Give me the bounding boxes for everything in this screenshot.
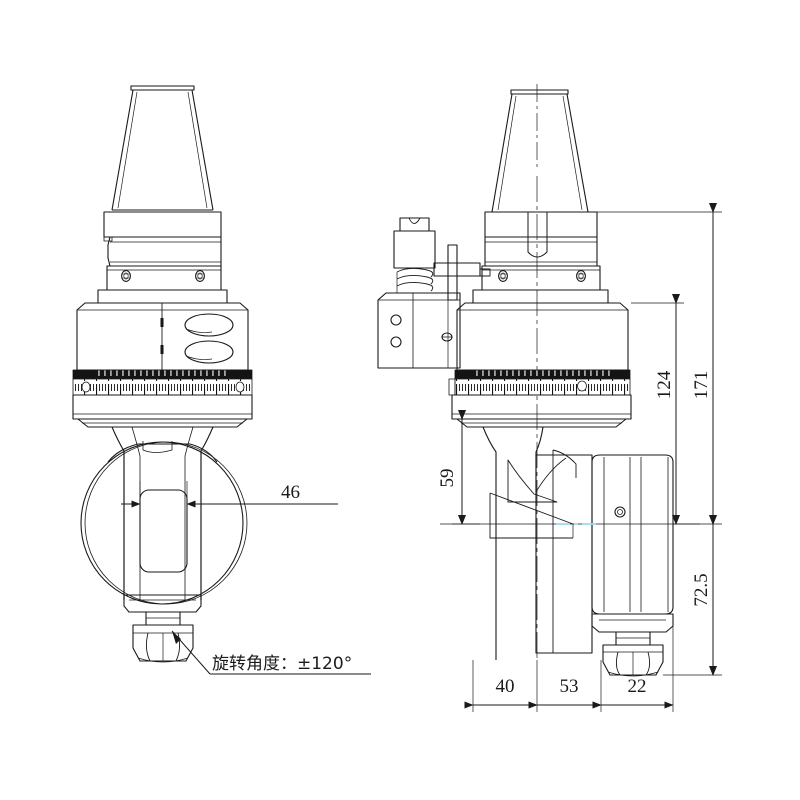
side-clamp-screw-left — [498, 270, 508, 282]
dimension-46: 46 — [121, 481, 338, 508]
dimension-46-value: 46 — [281, 482, 300, 503]
front-graduation-scale — [72, 369, 253, 396]
front-spindle-housing — [80, 426, 248, 613]
dimension-22-value: 22 — [628, 676, 647, 697]
front-view — [72, 85, 253, 663]
front-collet-nut — [132, 611, 194, 663]
dimension-124: 124 — [654, 294, 680, 525]
dimension-171-value: 171 — [691, 371, 712, 400]
dimension-124-value: 124 — [654, 370, 675, 399]
front-center-window — [139, 489, 188, 573]
side-clamp-screw-right — [576, 270, 586, 282]
stop-block-spring — [396, 267, 434, 293]
side-taper-shank — [491, 89, 589, 213]
rotation-angle-text: 旋转角度：±120° — [212, 654, 352, 674]
side-graduation-scale — [448, 369, 631, 396]
dimension-53-value: 53 — [560, 676, 579, 697]
dimension-72-5: 72.5 — [691, 573, 712, 606]
front-flange-body — [97, 211, 228, 304]
bracket-set-screw — [441, 332, 453, 342]
side-stop-block-assembly — [377, 217, 491, 369]
front-clamp-screw-left — [121, 270, 131, 282]
side-angle-head-housing — [482, 426, 674, 660]
front-window-lower — [184, 340, 234, 364]
dimension-72-5-value: 72.5 — [691, 573, 712, 606]
side-collet-nut — [602, 631, 664, 677]
dimension-59: 59 — [437, 410, 466, 525]
side-bracket — [377, 292, 461, 369]
rotation-angle-note: 旋转角度：±120° — [171, 630, 371, 675]
output-housing-screw — [614, 506, 626, 518]
dimension-baseline-row: 40 53 22 — [464, 676, 674, 709]
dimension-40-value: 40 — [496, 676, 515, 697]
side-output-housing — [591, 454, 674, 615]
front-clamp-screw-right — [195, 270, 205, 282]
stop-arm — [433, 262, 481, 277]
bracket-hole-upper — [390, 314, 402, 326]
front-window-upper — [184, 313, 234, 337]
dimension-171: 171 — [691, 203, 717, 676]
front-lower-skirt — [72, 394, 253, 428]
dimension-59-value: 59 — [437, 469, 458, 488]
bracket-hole-lower — [390, 336, 402, 348]
front-taper-shank — [111, 85, 214, 211]
